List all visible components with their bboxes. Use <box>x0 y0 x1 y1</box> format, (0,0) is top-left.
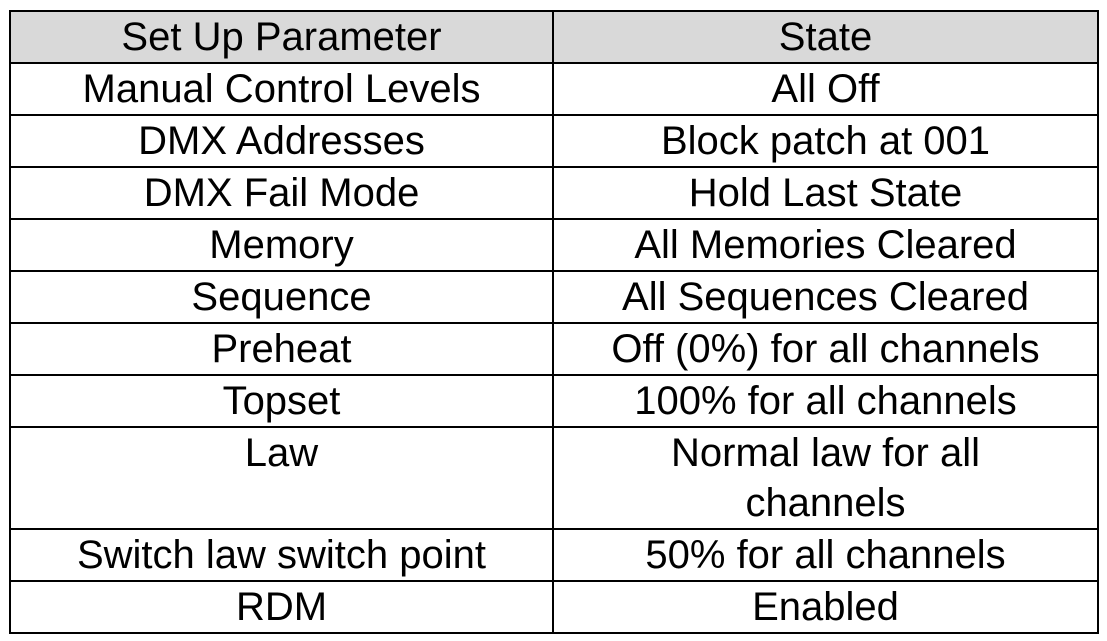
table-row: Preheat Off (0%) for all channels <box>9 322 1099 376</box>
state-cell: All Sequences Cleared <box>552 270 1099 324</box>
parameter-cell: Manual Control Levels <box>9 62 554 116</box>
header-row: Set Up Parameter State <box>9 10 1099 64</box>
table-row: DMX Fail Mode Hold Last State <box>9 166 1099 220</box>
parameter-cell: DMX Fail Mode <box>9 166 554 220</box>
table-row: RDM Enabled <box>9 580 1099 634</box>
state-cell: 50% for all channels <box>552 528 1099 582</box>
parameter-cell: Memory <box>9 218 554 272</box>
column-header-parameter: Set Up Parameter <box>9 10 554 64</box>
state-cell: All Memories Cleared <box>552 218 1099 272</box>
state-cell: Hold Last State <box>552 166 1099 220</box>
table-row: DMX Addresses Block patch at 001 <box>9 114 1099 168</box>
parameter-cell: RDM <box>9 580 554 634</box>
state-cell: Normal law for all channels <box>552 426 1099 530</box>
table-row: Law Normal law for all channels <box>9 426 1099 530</box>
state-cell: 100% for all channels <box>552 374 1099 428</box>
table-row: Memory All Memories Cleared <box>9 218 1099 272</box>
parameter-cell: DMX Addresses <box>9 114 554 168</box>
parameter-cell: Topset <box>9 374 554 428</box>
state-cell: Enabled <box>552 580 1099 634</box>
table-row: Sequence All Sequences Cleared <box>9 270 1099 324</box>
parameter-cell: Law <box>9 426 554 530</box>
parameter-cell: Preheat <box>9 322 554 376</box>
setup-parameters-table: Set Up Parameter State Manual Control Le… <box>9 10 1099 634</box>
state-cell: Block patch at 001 <box>552 114 1099 168</box>
state-cell: All Off <box>552 62 1099 116</box>
table-row: Switch law switch point 50% for all chan… <box>9 528 1099 582</box>
table-row: Topset 100% for all channels <box>9 374 1099 428</box>
state-cell: Off (0%) for all channels <box>552 322 1099 376</box>
parameter-cell: Switch law switch point <box>9 528 554 582</box>
column-header-state: State <box>552 10 1099 64</box>
parameter-cell: Sequence <box>9 270 554 324</box>
table-row: Manual Control Levels All Off <box>9 62 1099 116</box>
